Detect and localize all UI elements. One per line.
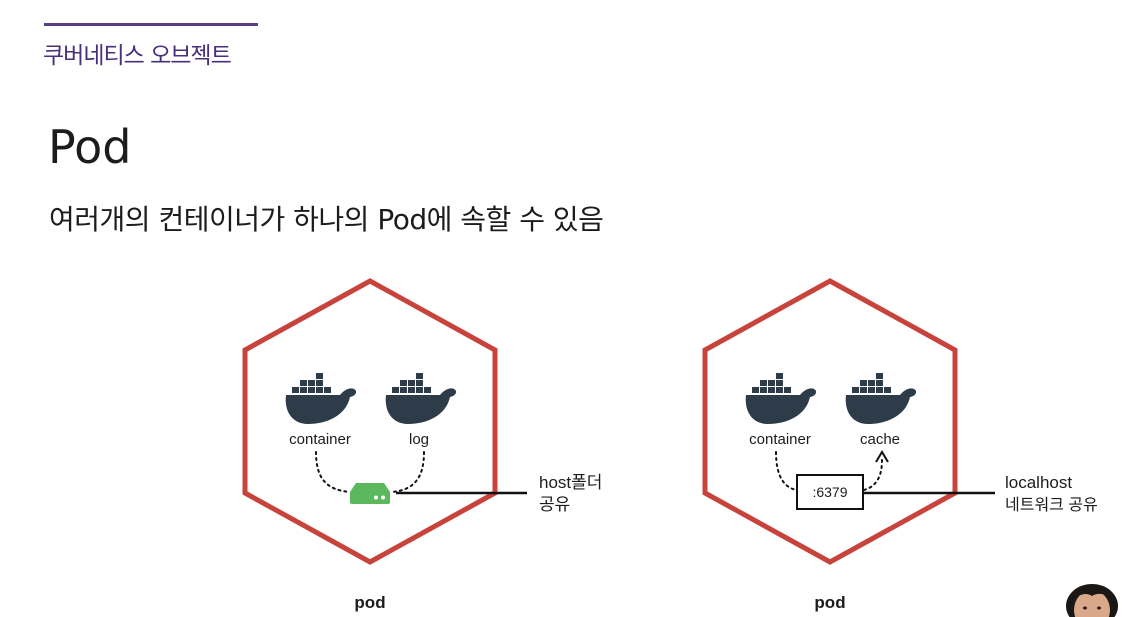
pod-right: container cache :6379 localhost 네트워크 공유 … [702,278,1098,612]
dotted-connector [391,451,425,493]
callout-label: localhost [1005,473,1072,492]
container-label: container [289,431,351,448]
presenter-thumbnail [1058,576,1122,617]
port-label: :6379 [812,484,847,500]
page-title: Pod [48,120,132,174]
container-label: container [749,431,811,448]
pod-left: container log host폴더 공유 pod [242,278,602,612]
page-subtitle: 여러개의 컨테이너가 하나의 Pod에 속할 수 있음 [49,203,604,236]
pod-label: pod [354,593,385,612]
docker-whale-icon [745,373,817,424]
section-title: 쿠버네티스 오브젝트 [43,43,232,69]
dotted-connector [863,459,883,491]
docker-whale-icon [285,373,357,424]
pod-hexagon [242,278,498,565]
dotted-connector [775,451,798,491]
callout-label: 네트워크 공유 [1005,496,1098,514]
docker-whale-icon [845,373,917,424]
pod-hexagon [702,278,958,565]
docker-whale-icon [385,373,457,424]
container-label: log [409,431,429,448]
dotted-connector [315,451,351,493]
container-label: cache [860,431,900,448]
callout-label: host폴더 [539,473,602,492]
section-accent-rule [44,23,258,26]
arrow-head-icon [875,450,889,463]
storage-drive-icon [350,483,390,504]
pod-label: pod [814,593,845,612]
presenter-webcam-thumbnail [1066,584,1118,617]
callout-label: 공유 [539,495,570,514]
